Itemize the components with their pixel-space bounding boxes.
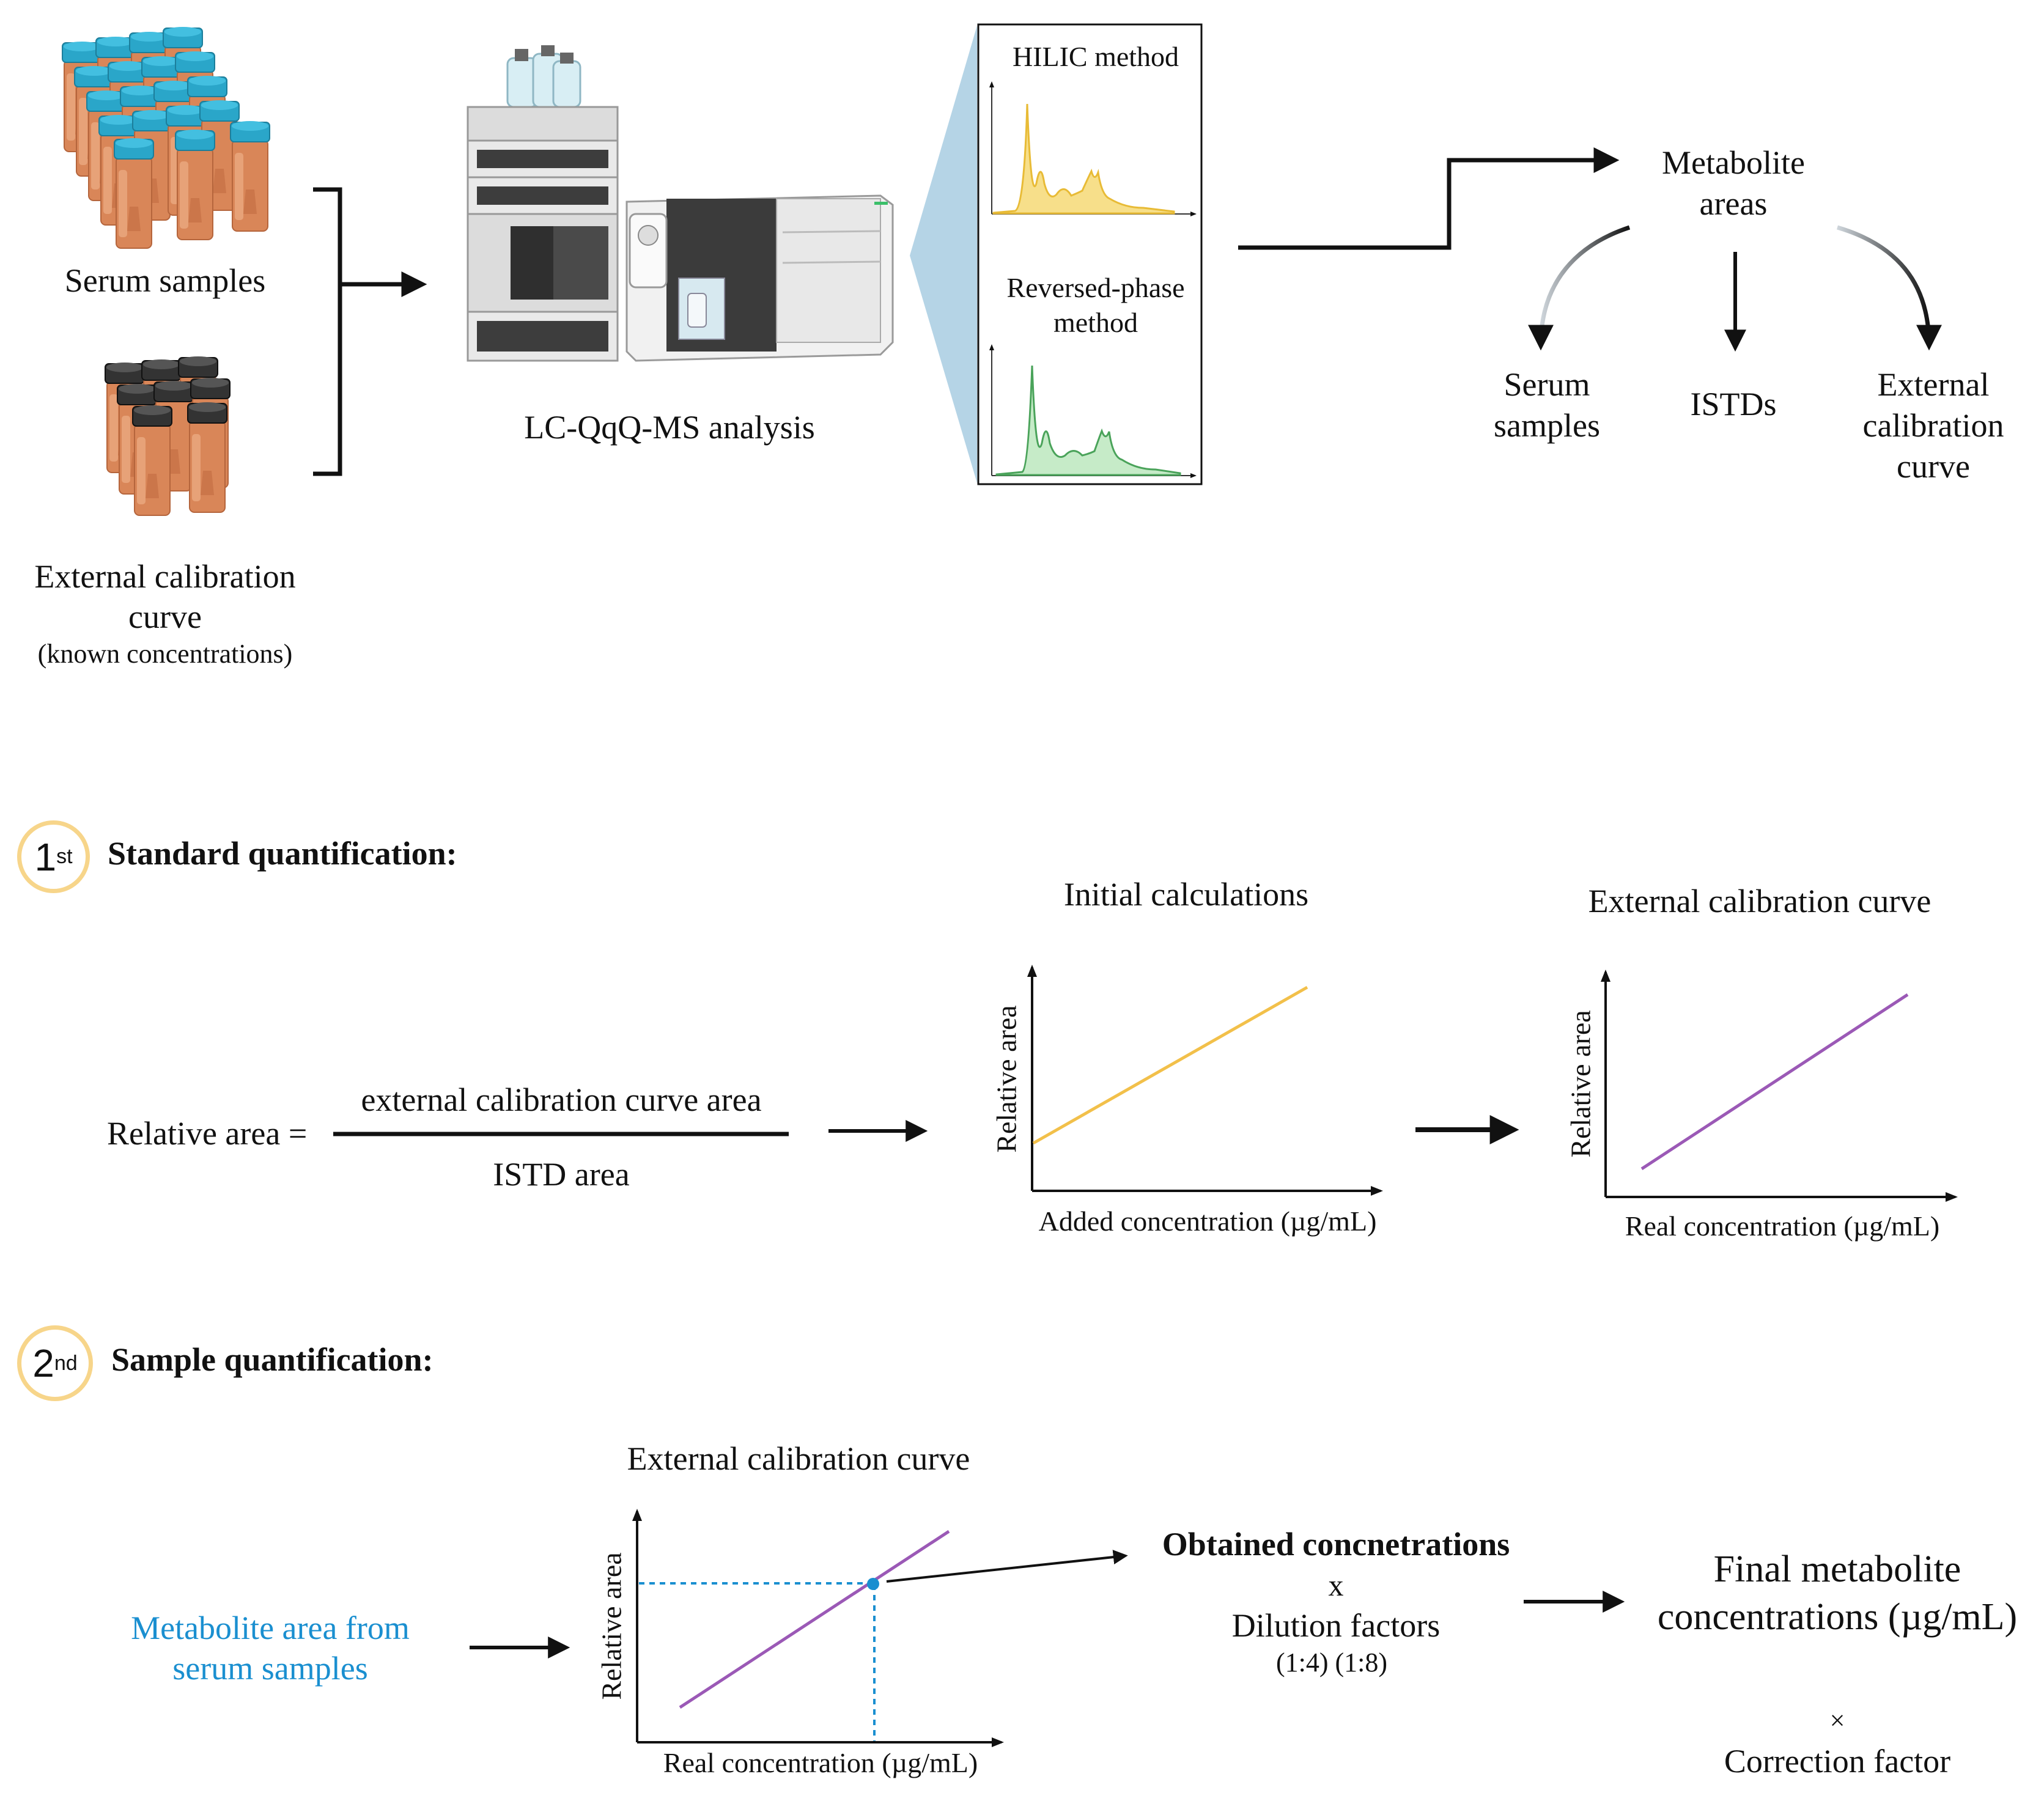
branch-istd: ISTDs [1690, 386, 1777, 422]
chart2-xlabel: Real concentration (µg/mL) [1625, 1210, 1940, 1242]
serum-samples-label: Serum samples [64, 262, 266, 299]
branch-ext-line3: curve [1897, 448, 1970, 485]
dilution-factors: Dilution factors [1231, 1607, 1441, 1644]
multiply-sign-2: × [1829, 1706, 1845, 1736]
lcms-instrument-illustration [467, 45, 894, 362]
external-calibration-chart-step1 [1601, 970, 1958, 1202]
branch-ext-line1: External [1877, 366, 1990, 403]
branch-arrow-ext [1837, 225, 1942, 351]
calib-label-line1: External calibration [34, 558, 296, 595]
calib-label-sub: (known concentrations) [37, 639, 293, 669]
chromatogram-panel [977, 23, 1203, 485]
branch-serum-line2: samples [1494, 407, 1600, 444]
branch-serum-line1: Serum [1503, 366, 1590, 403]
branch-ext-line2: calibration [1862, 407, 2004, 444]
chart2-series-line [1640, 993, 1909, 1171]
step1-number: 1 [34, 834, 57, 879]
step2-number: 2 [32, 1341, 54, 1385]
chart1-xlabel: Added concentration (µg/mL) [1038, 1206, 1377, 1237]
metabolite-area-line1: Metabolite area from [131, 1610, 410, 1646]
lcms-label: LC-QqQ-MS analysis [524, 409, 815, 446]
external-calibration-chart-step2 [632, 1509, 1004, 1747]
chart1-series-line [1032, 985, 1308, 1145]
metabolite-areas-line1: Metabolite [1662, 144, 1805, 181]
arrow-to-obtained [886, 1550, 1128, 1583]
interpolated-point [867, 1578, 879, 1590]
calibration-vials-illustration [105, 356, 231, 516]
obtained-concentrations: Obtained concnetrations [1162, 1526, 1510, 1563]
correction-factor: Correction factor [1724, 1743, 1951, 1780]
zoom-funnel [910, 26, 977, 483]
arrow-to-metabolite-areas [1238, 147, 1620, 250]
rp-label-line1: Reversed-phase [1006, 272, 1185, 303]
chart1-title: Initial calculations [1063, 876, 1309, 913]
hilic-chromatogram [989, 81, 1197, 216]
metabolite-areas-line2: areas [1699, 185, 1768, 222]
chart2-title: External calibration curve [1588, 883, 1931, 919]
chart1-ylabel: Relative area [991, 1005, 1022, 1153]
rp-label-line2: method [1053, 307, 1138, 338]
rp-chromatogram [989, 344, 1197, 478]
formula-denominator: ISTD area [493, 1156, 630, 1193]
branch-arrow-serum [1528, 225, 1631, 351]
serum-vials-illustration [62, 26, 270, 249]
step2-ordinal: nd [54, 1351, 78, 1375]
final-concentrations-line2: concentrations (µg/mL) [1657, 1596, 2018, 1638]
calib-label-line2: curve [128, 598, 202, 635]
step2-title: Sample quantification: [111, 1341, 434, 1378]
step1-title: Standard quantification: [108, 835, 457, 872]
chart3-title: External calibration curve [627, 1440, 970, 1477]
step1-ordinal: st [56, 845, 73, 868]
final-concentrations-line1: Final metabolite [1713, 1548, 1961, 1590]
hilic-label: HILIC method [1012, 41, 1179, 72]
inputs-bracket [313, 187, 427, 476]
formula-lhs: Relative area = [107, 1115, 308, 1152]
multiply-sign-1: x [1328, 1568, 1344, 1602]
formula-numerator: external calibration curve area [361, 1081, 762, 1118]
chart3-xlabel: Real concentration (µg/mL) [663, 1747, 978, 1778]
dilution-values: (1:4) (1:8) [1275, 1648, 1388, 1677]
initial-calculations-chart [1027, 965, 1383, 1196]
chart2-ylabel: Relative area [1565, 1010, 1596, 1158]
chart3-ylabel: Relative area [596, 1552, 627, 1700]
chart3-series-line [679, 1530, 950, 1709]
metabolite-area-line2: serum samples [172, 1650, 368, 1687]
